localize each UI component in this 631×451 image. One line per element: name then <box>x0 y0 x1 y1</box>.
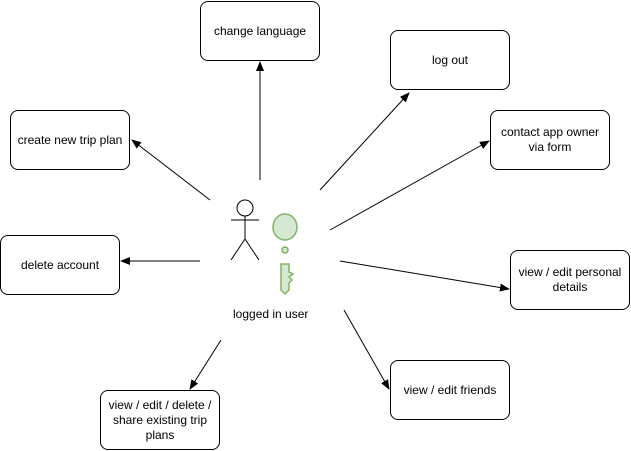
view-trips-box: view / edit / delete / share existing tr… <box>100 390 220 450</box>
actor-label: logged in user <box>233 307 309 321</box>
arrow-to-log-out <box>319 92 410 191</box>
arrow-to-view-friends <box>343 309 390 390</box>
stick-figure-user-icon <box>230 199 260 261</box>
view-personal-box: view / edit personal details <box>510 250 630 310</box>
change-language-box: change language <box>200 1 320 61</box>
log-out-box: log out <box>390 30 510 90</box>
arrow-to-view-trips <box>189 339 222 390</box>
view-friends-box: view / edit friends <box>390 360 510 420</box>
contact-owner-box: contact app owner via form <box>490 110 610 170</box>
create-trip-box: create new trip plan <box>10 110 130 170</box>
key-icon <box>272 213 298 296</box>
delete-account-box: delete account <box>0 235 120 295</box>
arrow-to-create-trip <box>131 139 211 201</box>
arrow-to-view-personal <box>339 260 510 292</box>
arrow-to-contact-owner <box>329 140 490 231</box>
